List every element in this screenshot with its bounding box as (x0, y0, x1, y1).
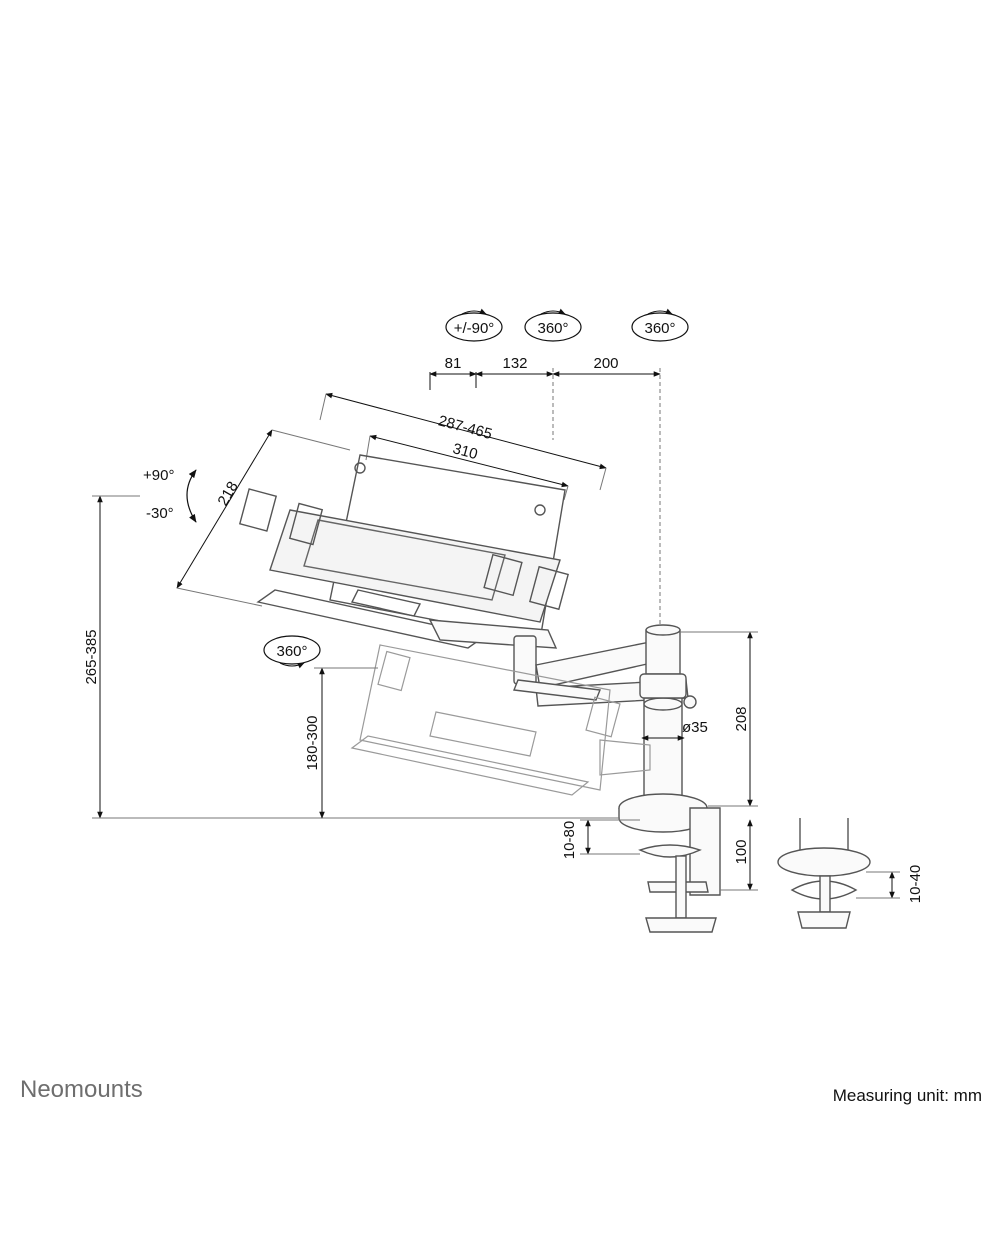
desk-clamp (618, 793, 721, 933)
brand-logo: Neomounts (20, 1076, 143, 1103)
dim-clamp-height: 100 (733, 839, 750, 864)
rotation-badge-swivel-2: 360° (631, 308, 689, 342)
rotation-label-swivel-1: 360° (537, 320, 568, 337)
dim-height-lower: 180-300 (304, 715, 321, 770)
dim-arm-2: 132 (502, 355, 527, 372)
dim-tray-inner: 310 (451, 440, 480, 463)
height-dimension-lines (92, 495, 900, 899)
tilt-down-label: -30° (146, 505, 174, 522)
rotation-badge-tray: 360° (263, 635, 321, 669)
dim-pole-height: 208 (733, 706, 750, 731)
dim-pole-diameter: ø35 (682, 719, 708, 736)
grommet-detail (777, 818, 871, 929)
dim-tray-depth: 218 (214, 479, 241, 509)
dim-grommet: 10-40 (907, 865, 924, 903)
rotation-badge-swivel-1: 360° (524, 308, 582, 342)
laptop-tray-lower-ghost (350, 644, 651, 796)
tilt-arrow-icon (186, 469, 197, 523)
dim-arm-1: 81 (445, 355, 462, 372)
dim-tray-width: 287-465 (436, 412, 494, 443)
tilt-up-label: +90° (143, 467, 174, 484)
rotation-label-tilt: +/-90° (454, 320, 495, 337)
rotation-label-tray: 360° (276, 643, 307, 660)
tray-dimension-lines (176, 392, 607, 607)
measuring-unit-note: Measuring unit: mm (832, 1086, 982, 1105)
pole-column (639, 624, 697, 799)
rotation-badge-tilt: +/-90° (445, 308, 503, 342)
dim-arm-3: 200 (593, 355, 618, 372)
dim-height-total: 265-385 (83, 629, 100, 684)
dim-desk-clamp: 10-80 (561, 821, 578, 859)
rotation-label-swivel-2: 360° (644, 320, 675, 337)
laptop-tray-upper (238, 454, 570, 649)
